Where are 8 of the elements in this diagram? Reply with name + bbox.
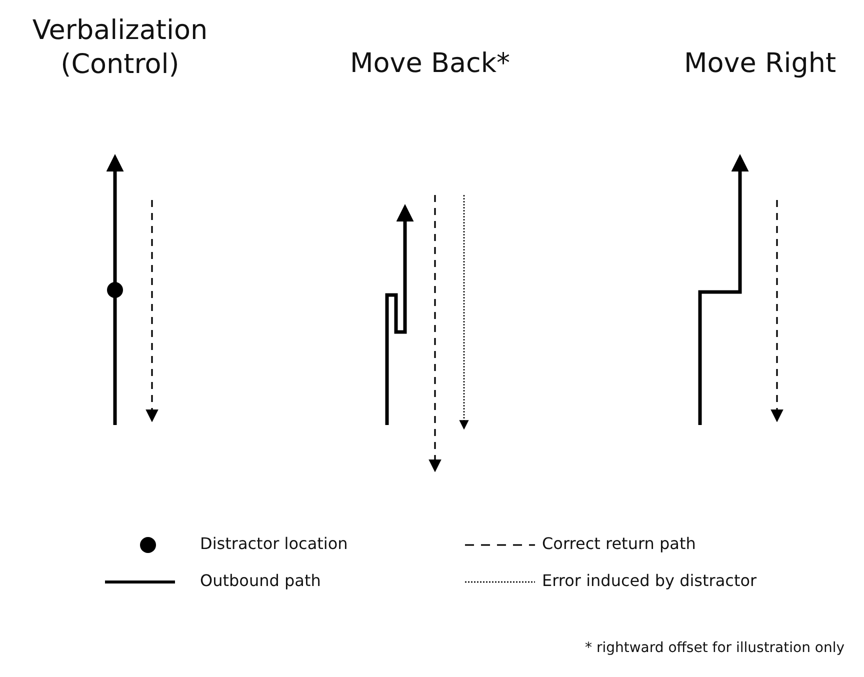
legend-label: Error induced by distractor — [542, 571, 757, 590]
legend-label: Outbound path — [200, 571, 321, 590]
legend-label: Correct return path — [542, 534, 696, 553]
footnote: * rightward offset for illustration only — [585, 640, 845, 656]
legend-label: Distractor location — [200, 534, 348, 553]
panel-heading: Move Right — [682, 47, 838, 81]
panel-heading: Verbalization (Control) — [31, 14, 209, 82]
panel-heading: Move Back* — [348, 47, 512, 81]
